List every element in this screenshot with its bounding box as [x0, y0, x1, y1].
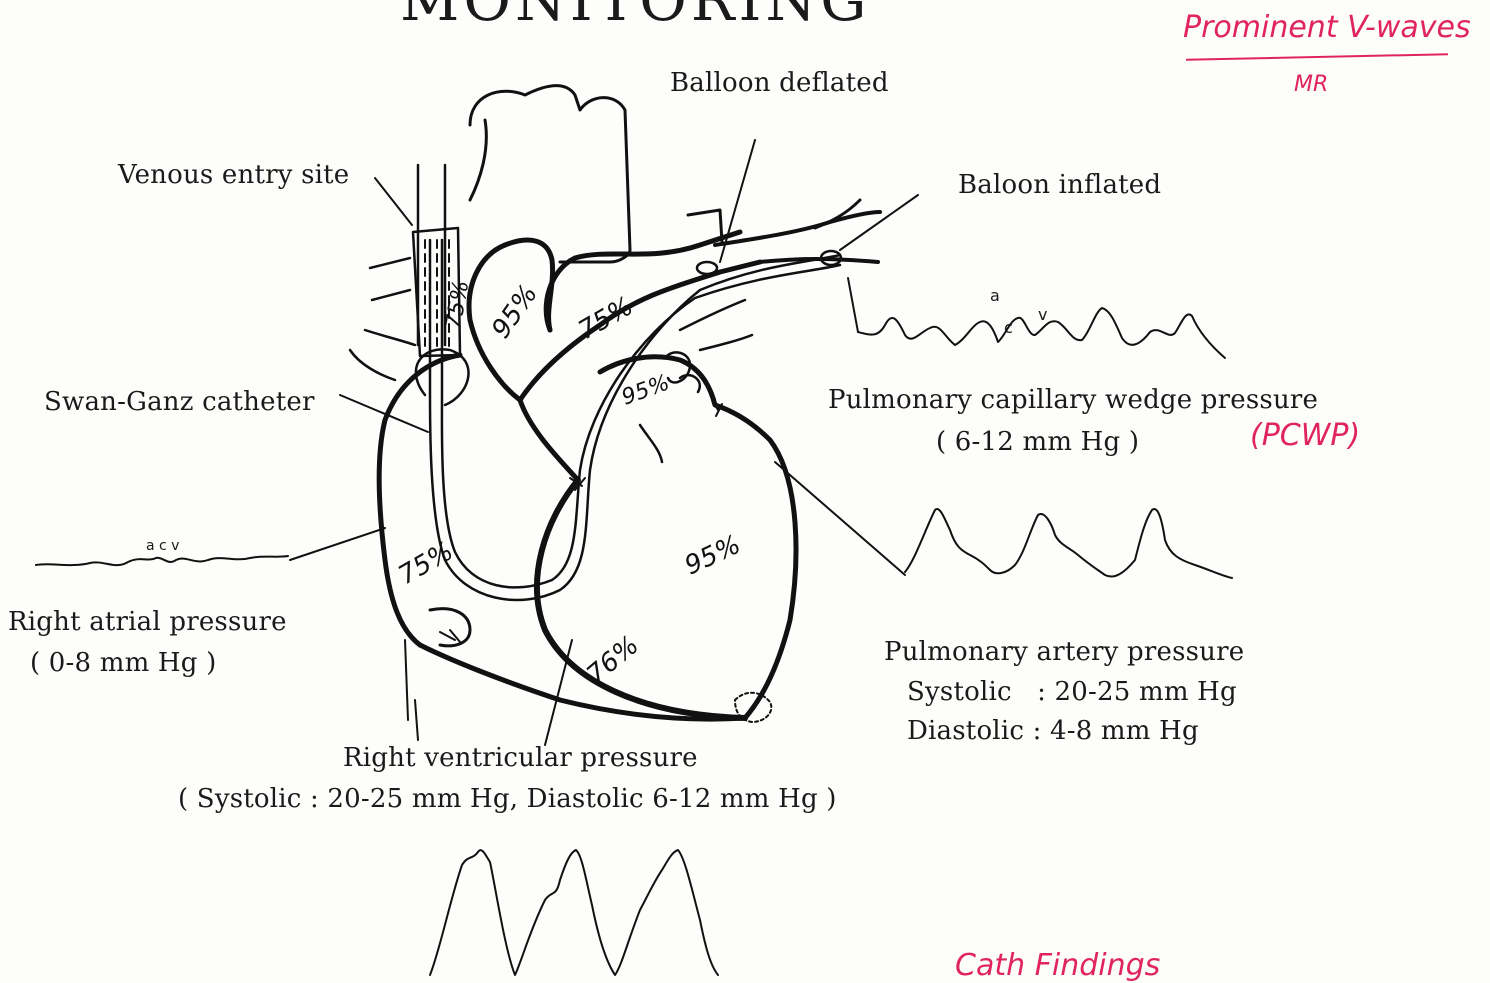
sat-lv: 95%	[680, 530, 745, 582]
left-pulm-vessel	[365, 258, 415, 345]
catheter-outer	[430, 240, 840, 600]
sat-ra: 75%	[394, 536, 459, 591]
catheter-inner	[442, 240, 840, 587]
pcwp-waveform	[858, 308, 1225, 358]
pulm-vein-2	[700, 335, 752, 350]
leader-pcwp	[848, 278, 858, 332]
sat-pa: 75%	[574, 291, 639, 346]
septum	[537, 480, 745, 718]
pa-waveform	[905, 509, 1232, 578]
pulm-vein-1	[680, 300, 745, 330]
valve-dots-3	[440, 630, 460, 642]
leader-venous-entry	[375, 178, 412, 225]
left-pulm-vessel-2	[350, 350, 395, 380]
sat-aorta: 95%	[619, 370, 674, 410]
balloon-deflated	[697, 262, 717, 274]
mitral-valve-2	[680, 375, 700, 392]
leader-ra	[290, 528, 385, 560]
sat-la: 95%	[486, 279, 544, 344]
septum-upper	[520, 400, 578, 480]
rv-bottom	[420, 645, 745, 719]
valve-dots-1	[712, 400, 722, 416]
aortic-arch	[470, 86, 630, 262]
ivc-line	[405, 640, 418, 740]
ra-waveform	[36, 556, 288, 565]
rv-tricuspid	[430, 609, 470, 646]
aortic-arch-inner	[470, 120, 486, 200]
leader-rv	[545, 640, 572, 745]
pa-valve-leaflet	[640, 425, 662, 462]
rv-waveform	[430, 850, 718, 975]
leader-balloon-inflated	[840, 195, 918, 250]
right-atrium	[379, 355, 460, 645]
leader-balloon-deflated	[720, 140, 755, 262]
saturation-labels: 75% 95% 75% 95% 75% 95% 76%	[394, 279, 746, 691]
